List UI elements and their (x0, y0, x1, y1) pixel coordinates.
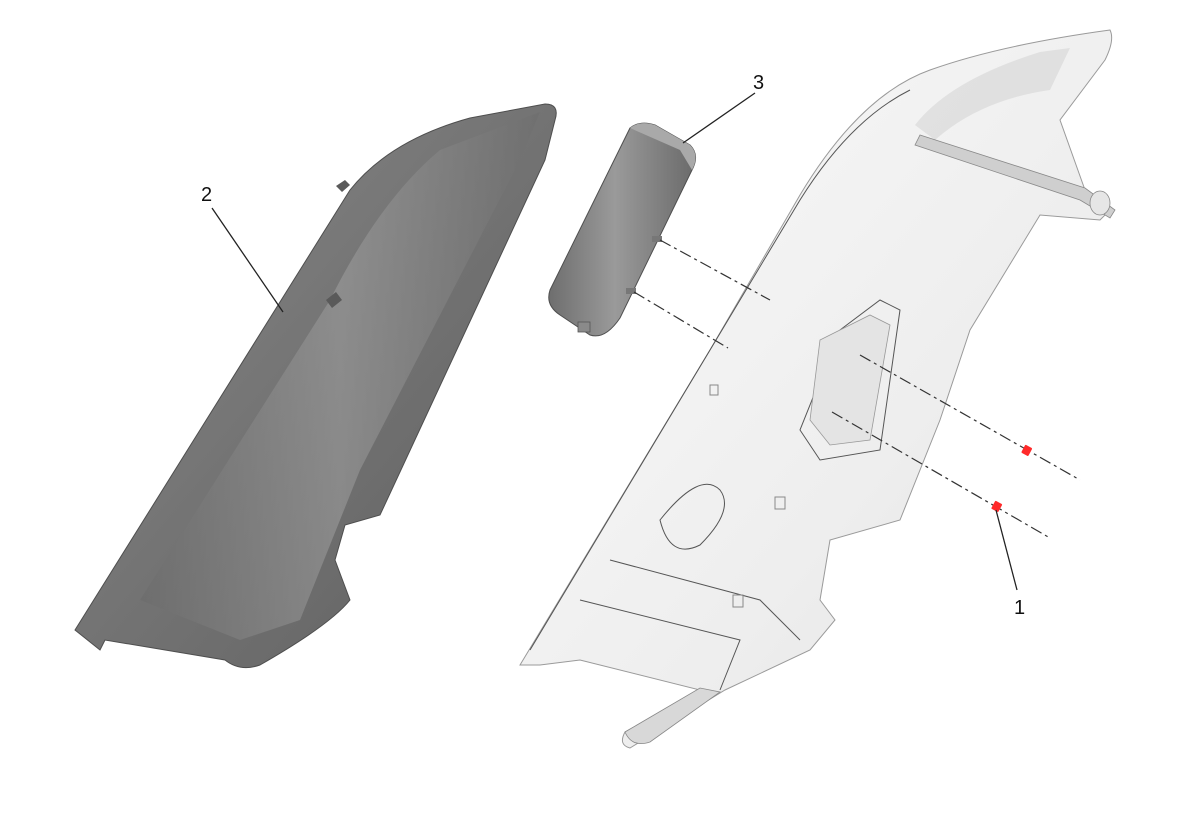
module-body (548, 122, 696, 337)
trim-cover-tab (336, 180, 350, 192)
carrier-clip-3 (709, 384, 719, 396)
carrier-loop (659, 483, 725, 550)
trim-cover-part (74, 103, 557, 669)
assembly-lines (633, 239, 1081, 539)
leader-line-3 (682, 92, 756, 144)
trim-cover-fold (140, 112, 540, 640)
module-connector (577, 321, 591, 333)
callout-label-2: 2 (201, 184, 212, 206)
module-top-face (630, 123, 696, 170)
leader-line-1 (995, 509, 1018, 591)
carrier-bracket-upper (799, 299, 901, 461)
carrier-rod (914, 134, 1116, 219)
module-part (548, 122, 696, 337)
assembly-line-module-upper (659, 239, 771, 301)
carrier-rod-end (1089, 190, 1111, 216)
module-pin-upper (652, 236, 662, 242)
carrier-panel (519, 29, 1116, 749)
assembly-line-fastener-upper (859, 354, 1081, 481)
carrier-clip-1 (774, 496, 786, 510)
callout-label-3: 3 (753, 72, 764, 94)
assembly-line-fastener-lower (831, 411, 1051, 539)
carrier-foot (624, 687, 721, 745)
callout-label-1: 1 (1014, 597, 1025, 619)
carrier-edge-outer (529, 89, 911, 651)
carrier-bracket-fill (809, 314, 891, 446)
fastener-parts (991, 444, 1033, 512)
carrier-rib-lower-1 (609, 559, 801, 641)
leader-line-2 (211, 207, 284, 313)
fastener-upper (1021, 444, 1033, 456)
carrier-clip-2 (732, 594, 744, 608)
carrier-rib-lower-2 (579, 599, 741, 691)
carrier-top-ribs (915, 48, 1070, 140)
trim-cover-notch (326, 292, 342, 308)
fastener-lower (991, 500, 1003, 512)
assembly-line-module-lower (633, 291, 729, 349)
module-pin-lower (626, 288, 636, 294)
callouts: 2 3 1 (201, 72, 1025, 619)
